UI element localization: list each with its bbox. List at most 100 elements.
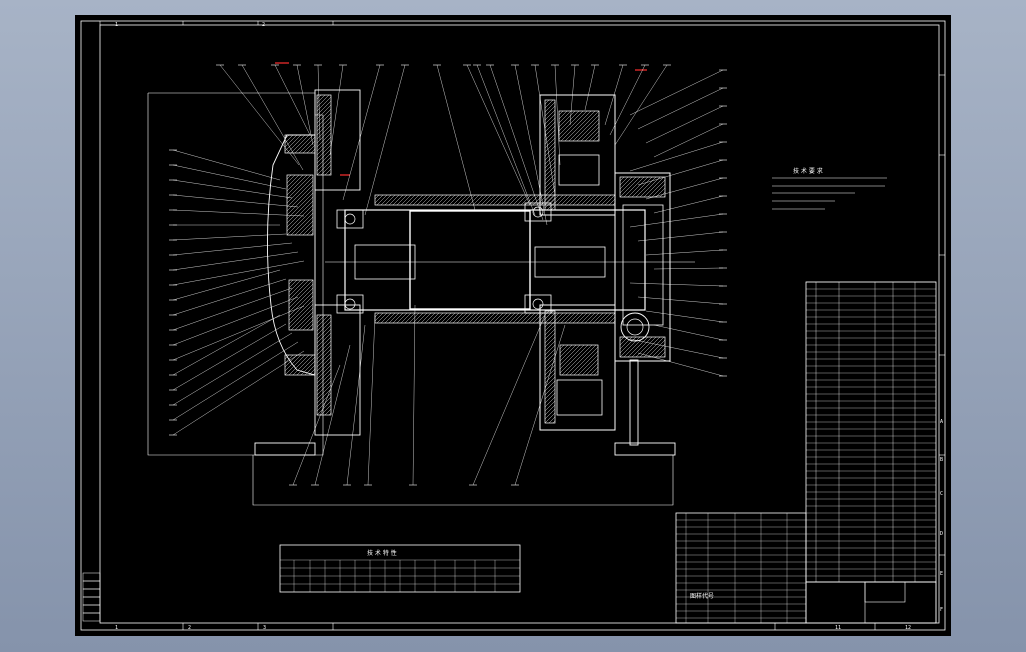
- hatch-line: [317, 400, 331, 415]
- reducer-assembly-section: [147, 62, 695, 506]
- hatch-line: [569, 346, 598, 375]
- hatch-line: [444, 195, 456, 205]
- bearing-left-top: [336, 209, 364, 229]
- revision-cell: [82, 604, 101, 614]
- hatch-line: [545, 324, 555, 336]
- hatch-line: [375, 195, 384, 204]
- right-support-post: [629, 359, 639, 446]
- leader-line-right: [637, 231, 724, 242]
- gear-lower-hatch: [559, 344, 599, 376]
- leader-line-top: [604, 64, 624, 126]
- hatch-line: [292, 355, 314, 375]
- hatch-lines: [317, 315, 331, 415]
- leader-line-right: [645, 177, 724, 200]
- hatch-line: [508, 195, 520, 205]
- hatch-outline: [619, 336, 666, 358]
- hatch-line: [464, 195, 476, 205]
- hatch-line: [545, 100, 550, 105]
- hatch-lines: [545, 100, 555, 210]
- hatch-line: [604, 313, 615, 323]
- hatch-line: [545, 311, 546, 312]
- hatch-line: [620, 337, 637, 354]
- title-block: 图样代号: [675, 512, 937, 624]
- hatch-line: [289, 287, 313, 313]
- hatch-line: [317, 352, 331, 368]
- hatch-line: [560, 345, 565, 350]
- leader-line-right: [629, 141, 724, 172]
- hatch-line: [559, 111, 584, 136]
- hatch-line: [376, 313, 388, 323]
- hatch-line: [468, 195, 480, 205]
- hatch-line: [572, 195, 584, 205]
- hatch-line: [285, 355, 298, 368]
- hatch-line: [548, 195, 560, 205]
- hatch-line: [635, 337, 657, 357]
- hatch-outline: [288, 279, 314, 331]
- hatch-line: [545, 384, 555, 396]
- leader-line-right: [653, 267, 724, 270]
- hatch-line: [420, 195, 432, 205]
- hatch-line: [516, 195, 528, 205]
- hatch-line: [620, 177, 629, 186]
- hatch-line: [310, 148, 315, 153]
- hatch-line: [592, 195, 604, 205]
- hatch-line: [592, 313, 604, 323]
- motor-bottom-hatch: [619, 336, 666, 358]
- hatch-line: [592, 134, 599, 141]
- left-gear-hatch: [286, 174, 314, 236]
- hatch-line: [545, 364, 555, 376]
- hatch-line: [576, 118, 599, 141]
- zone-label-right: B: [940, 457, 943, 463]
- bearing-right-top: [524, 202, 552, 222]
- hatch-line: [317, 124, 331, 140]
- hatch-line: [545, 185, 555, 197]
- hatch-line: [317, 392, 331, 408]
- revision-cell: [82, 572, 101, 582]
- hatch-line: [302, 140, 315, 153]
- hatch-line: [620, 177, 621, 178]
- hatch-line: [520, 195, 532, 205]
- hatch-line: [392, 195, 404, 205]
- hatch-lines: [285, 355, 315, 375]
- leader-line-top: [554, 64, 561, 166]
- hatch-line: [552, 195, 564, 205]
- gearbox-upper: [539, 94, 616, 216]
- drum-bottom-wall: [374, 312, 616, 324]
- hatch-line: [545, 311, 554, 320]
- hatch-lines: [287, 175, 313, 235]
- hatch-line: [476, 195, 488, 205]
- hatch-line: [420, 313, 432, 323]
- hatch-line: [375, 313, 384, 322]
- hatch-line: [593, 370, 598, 375]
- leader-line-right: [629, 282, 724, 287]
- zone-label-bottom: 3: [263, 625, 266, 631]
- hatch-line: [528, 313, 540, 323]
- hatch-line: [287, 175, 300, 188]
- hatch-line: [317, 152, 331, 168]
- hatch-line: [585, 362, 598, 375]
- hatch-line: [559, 111, 580, 132]
- leader-line-right: [629, 338, 724, 359]
- leader-line-top: [466, 64, 531, 206]
- leader-line-left: [172, 149, 281, 181]
- leader-line-top: [476, 64, 536, 216]
- left-housing-wall-lower: [316, 314, 332, 416]
- hatch-line: [545, 189, 555, 201]
- hatch-line: [285, 355, 294, 364]
- hatch-line: [492, 313, 504, 323]
- hatch-line: [317, 324, 331, 340]
- hatch-line: [580, 313, 592, 323]
- zone-label-bottom: 11: [835, 625, 841, 631]
- leader-line-top: [609, 64, 646, 136]
- hatch-line: [556, 313, 568, 323]
- leader-line-top: [364, 64, 406, 216]
- hatch-line: [375, 313, 376, 314]
- hatch-outline: [544, 99, 556, 211]
- hatch-line: [559, 111, 588, 140]
- hatch-line: [545, 408, 555, 420]
- hatch-line: [572, 114, 599, 141]
- hatch-line: [287, 188, 313, 216]
- hatch-line: [289, 280, 310, 301]
- zone-label-bottom: 2: [188, 625, 191, 631]
